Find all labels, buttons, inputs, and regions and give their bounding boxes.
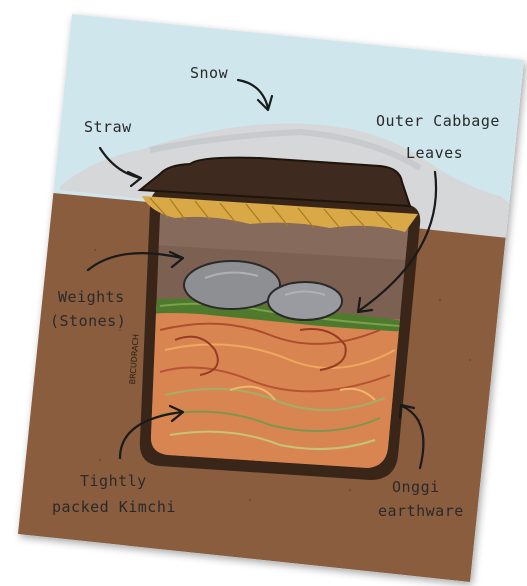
label-outer-cabbage-leaves-line1: Outer Cabbage bbox=[376, 112, 500, 131]
label-onggi-line2: earthware bbox=[378, 502, 464, 521]
label-kimchi-line2: packed Kimchi bbox=[52, 498, 176, 517]
label-straw: Straw bbox=[84, 118, 132, 137]
stone-weight-large bbox=[184, 261, 280, 309]
label-onggi-line1: Onggi bbox=[392, 478, 440, 497]
label-kimchi-line1: Tightly bbox=[80, 472, 147, 491]
label-snow: Snow bbox=[190, 64, 228, 83]
label-weights-line1: Weights bbox=[58, 288, 125, 307]
stone-weight-small bbox=[268, 282, 342, 320]
label-weights-line2: (Stones) bbox=[50, 312, 126, 331]
label-outer-cabbage-leaves-line2: Leaves bbox=[406, 144, 463, 163]
